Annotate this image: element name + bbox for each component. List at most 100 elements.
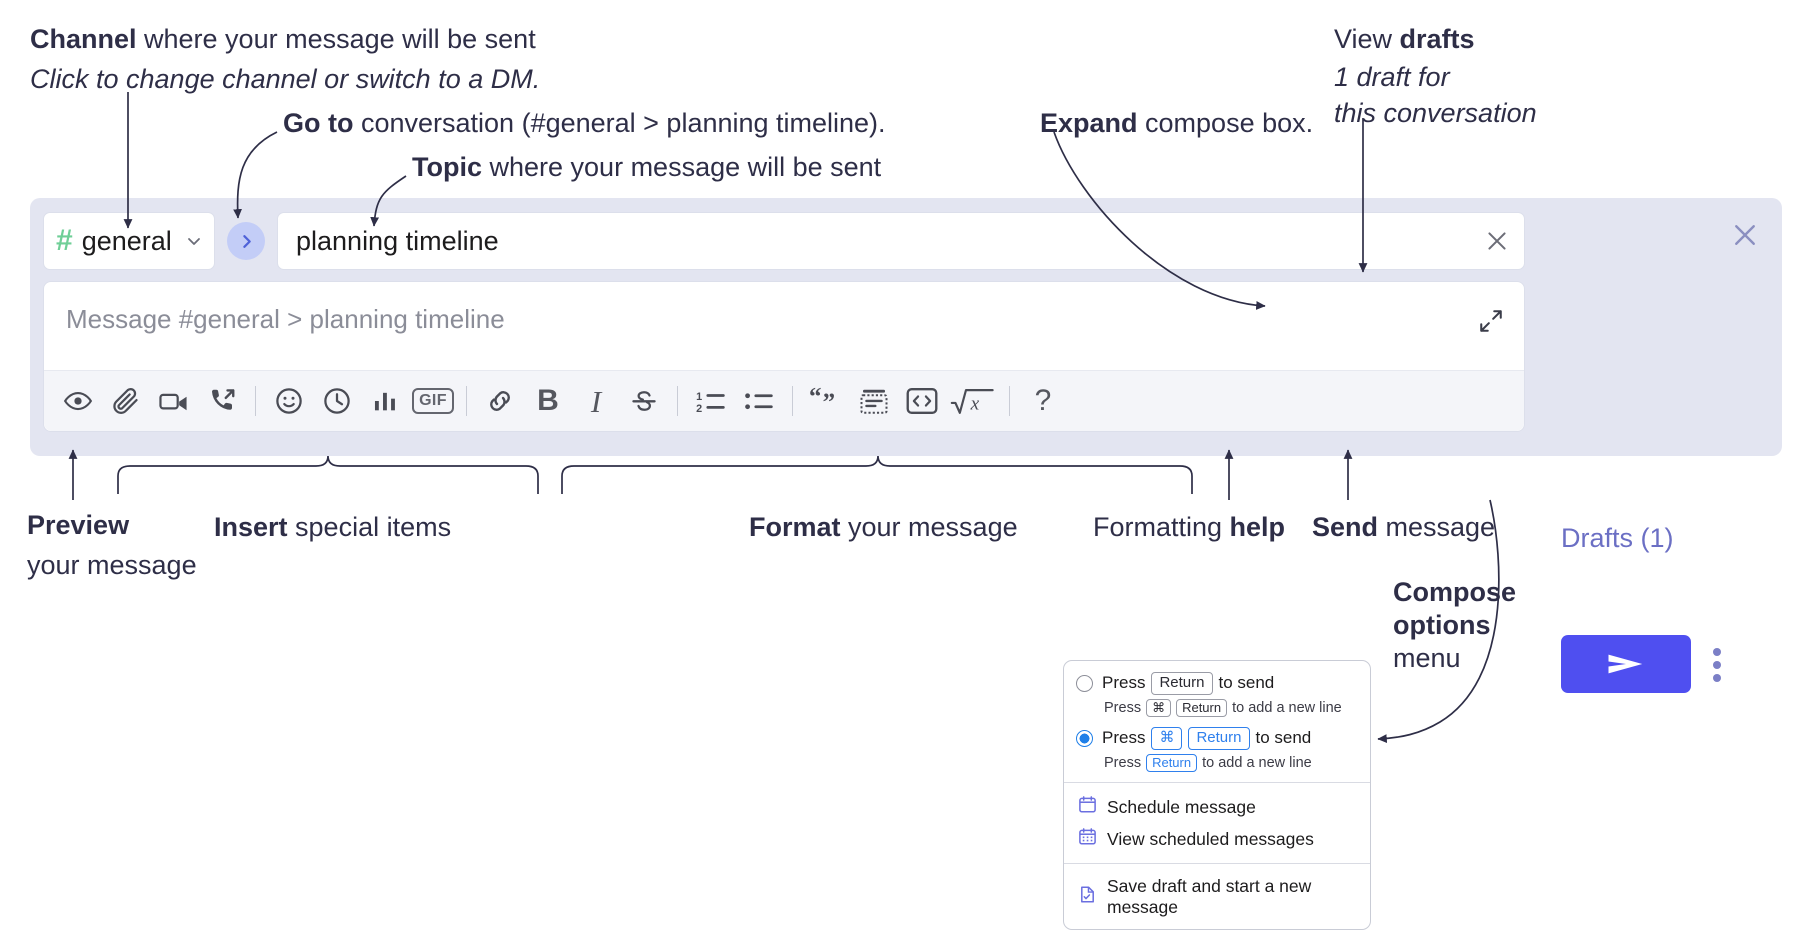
toolbar-divider: [792, 386, 793, 416]
compose-header-row: # general planning timeline: [43, 211, 1525, 271]
annotation-insert-bold: Insert: [214, 512, 288, 542]
annotation-compose-options: Compose options menu: [1393, 576, 1516, 675]
gif-label: GIF: [412, 388, 454, 414]
menu-option-2-subtext: Press Return to add a new line: [1064, 752, 1370, 774]
toolbar-divider: [1009, 386, 1010, 416]
menu-divider: [1064, 863, 1370, 864]
key-return: Return: [1176, 698, 1228, 717]
annotation-expand: Expand compose box.: [1040, 106, 1313, 141]
annotation-drafts: View drafts 1 draft for this conversatio…: [1334, 22, 1537, 131]
channel-selector[interactable]: # general: [43, 212, 215, 270]
send-button[interactable]: [1561, 635, 1691, 693]
menu-divider: [1064, 782, 1370, 783]
expand-icon[interactable]: [1478, 308, 1504, 334]
svg-text:”: ”: [823, 389, 835, 416]
compose-panel: # general planning timeline: [30, 198, 1782, 693]
gif-icon[interactable]: GIF: [409, 377, 457, 425]
menu-item-save-draft[interactable]: Save draft and start a new message: [1064, 872, 1370, 929]
chevron-right-icon: [242, 234, 251, 248]
annotation-send-rest: message: [1378, 512, 1496, 542]
key-cmd: ⌘: [1151, 727, 1183, 750]
goto-conversation-button[interactable]: [227, 222, 265, 260]
bold-icon[interactable]: B: [524, 377, 572, 425]
code-block-icon[interactable]: [850, 377, 898, 425]
toolbar-divider: [466, 386, 467, 416]
annotation-help: Formatting help: [1093, 510, 1285, 545]
preview-icon[interactable]: [54, 377, 102, 425]
svg-text:x: x: [970, 393, 980, 414]
dot: [1713, 661, 1721, 669]
topic-input[interactable]: planning timeline: [277, 212, 1525, 270]
press-label: Press: [1102, 673, 1146, 693]
tail-label: to send: [1218, 673, 1275, 693]
poll-icon[interactable]: [361, 377, 409, 425]
menu-item-schedule-message[interactable]: Schedule message: [1064, 791, 1370, 823]
close-icon[interactable]: [1730, 220, 1760, 250]
brace-insert: [117, 455, 539, 494]
press-label: Press: [1104, 754, 1142, 771]
menu-radio-option-2[interactable]: Press ⌘ Return to send: [1064, 725, 1370, 752]
italic-icon[interactable]: I: [572, 377, 620, 425]
calendar-schedule-icon: [1078, 795, 1097, 819]
annotation-preview-bold: Preview: [27, 510, 130, 540]
annotation-insert: Insert special items: [214, 510, 451, 545]
annotation-expand-bold: Expand: [1040, 108, 1138, 138]
annotation-compose-options-bold1: Compose: [1393, 577, 1517, 607]
key-return: Return: [1151, 672, 1213, 695]
message-input[interactable]: Message #general > planning timeline: [44, 282, 1524, 370]
bulleted-list-icon[interactable]: [735, 377, 783, 425]
toolbar-divider: [677, 386, 678, 416]
press-label: Press: [1102, 728, 1146, 748]
message-placeholder: Message #general > planning timeline: [66, 304, 505, 334]
annotation-compose-options-bold2: options: [1393, 609, 1491, 640]
annotation-goto-bold: Go to: [283, 108, 354, 138]
annotation-topic-bold: Topic: [412, 152, 482, 182]
drafts-link[interactable]: Drafts (1): [1561, 523, 1674, 553]
annotation-goto: Go to conversation (#general > planning …: [283, 106, 886, 141]
annotation-send-bold: Send: [1312, 512, 1379, 542]
video-icon[interactable]: [150, 377, 198, 425]
strikethrough-icon[interactable]: [620, 377, 668, 425]
formatting-toolbar: GIF B I: [44, 370, 1524, 431]
send-icon: [1608, 654, 1643, 674]
radio-selected-icon: [1076, 729, 1093, 747]
attachment-icon[interactable]: [102, 377, 150, 425]
link-icon[interactable]: [476, 377, 524, 425]
tail-label: to send: [1255, 728, 1312, 748]
bold-label: B: [537, 384, 559, 417]
annotation-goto-rest: conversation (#general > planning timeli…: [353, 108, 886, 138]
clock-icon[interactable]: [313, 377, 361, 425]
italic-label: I: [590, 383, 602, 419]
math-icon[interactable]: x: [946, 377, 1000, 425]
menu-item-label: Schedule message: [1107, 796, 1256, 817]
topic-value: planning timeline: [296, 225, 499, 256]
menu-item-label: View scheduled messages: [1107, 828, 1314, 849]
compose-inner: # general planning timeline: [43, 211, 1525, 432]
menu-radio-option-1[interactable]: Press Return to send: [1064, 670, 1370, 697]
audio-call-icon[interactable]: [198, 377, 246, 425]
compose-options-icon[interactable]: [1713, 648, 1721, 682]
blockquote-icon[interactable]: “ ”: [802, 377, 850, 425]
annotation-drafts-sub1: 1 draft for: [1334, 61, 1450, 92]
ordered-list-icon[interactable]: 1 2: [687, 377, 735, 425]
tail-label: to add a new line: [1202, 754, 1312, 771]
annotation-format: Format your message: [749, 510, 1018, 545]
help-icon[interactable]: ?: [1019, 377, 1067, 425]
annotation-expand-rest: compose box.: [1137, 108, 1314, 138]
annotation-compose-options-rest: menu: [1393, 642, 1461, 673]
message-box: Message #general > planning timeline: [43, 281, 1525, 432]
annotation-drafts-lead: View: [1334, 24, 1400, 54]
menu-option-1-text: Press Return to send: [1102, 672, 1274, 695]
annotation-format-rest: your message: [840, 512, 1018, 542]
clear-topic-icon[interactable]: [1484, 228, 1510, 254]
menu-item-view-scheduled-messages[interactable]: View scheduled messages: [1064, 823, 1370, 855]
key-return: Return: [1146, 753, 1198, 772]
radio-unselected-icon: [1076, 674, 1093, 692]
code-icon[interactable]: [898, 377, 946, 425]
annotation-topic-rest: where your message will be sent: [482, 152, 882, 182]
menu-item-label: Save draft and start a new message: [1107, 876, 1312, 917]
emoji-icon[interactable]: [265, 377, 313, 425]
annotation-send: Send message: [1312, 510, 1495, 545]
